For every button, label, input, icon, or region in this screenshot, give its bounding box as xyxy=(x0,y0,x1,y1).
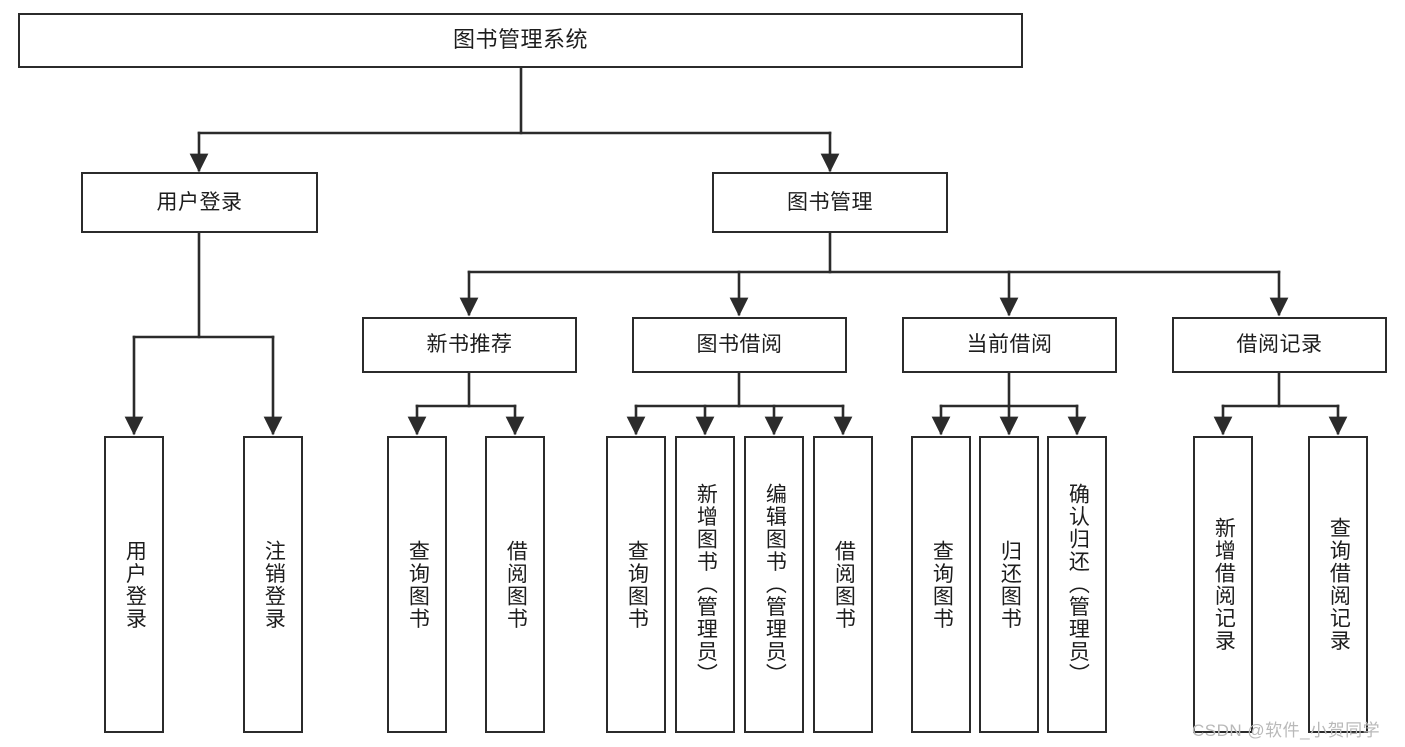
leaf-user-login[interactable]: 用户登录 xyxy=(104,436,164,733)
leaf-query-book-recommend[interactable]: 查询图书 xyxy=(387,436,447,733)
node-label: 图书借阅 xyxy=(696,333,783,357)
leaf-query-book-borrow[interactable]: 查询图书 xyxy=(606,436,666,733)
node-new-book-recommend[interactable]: 新书推荐 xyxy=(362,317,577,373)
leaf-borrow-book-recommend[interactable]: 借阅图书 xyxy=(485,436,545,733)
node-label: 当前借阅 xyxy=(966,333,1053,357)
leaf-query-book-current[interactable]: 查询图书 xyxy=(911,436,971,733)
leaf-edit-book-admin[interactable]: 编辑图书（管理员） xyxy=(744,436,804,733)
node-label: 查询图书 xyxy=(625,539,649,630)
node-label: 借阅图书 xyxy=(832,539,856,630)
node-user-login[interactable]: 用户登录 xyxy=(81,172,318,233)
node-label: 借阅记录 xyxy=(1236,333,1323,357)
node-book-borrow[interactable]: 图书借阅 xyxy=(632,317,847,373)
leaf-return-book[interactable]: 归还图书 xyxy=(979,436,1039,733)
node-label: 借阅图书 xyxy=(504,539,528,630)
node-label: 新增图书（管理员） xyxy=(694,483,718,686)
node-book-management[interactable]: 图书管理 xyxy=(712,172,948,233)
node-label: 图书管理系统 xyxy=(452,27,588,53)
node-label: 查询图书 xyxy=(930,539,954,630)
node-label: 编辑图书（管理员） xyxy=(763,483,787,686)
leaf-confirm-return-admin[interactable]: 确认归还（管理员） xyxy=(1047,436,1107,733)
node-label: 图书管理 xyxy=(787,190,873,214)
node-root-system[interactable]: 图书管理系统 xyxy=(18,13,1023,68)
node-label: 用户登录 xyxy=(156,190,243,214)
leaf-add-borrow-record[interactable]: 新增借阅记录 xyxy=(1193,436,1253,733)
leaf-query-borrow-record[interactable]: 查询借阅记录 xyxy=(1308,436,1368,733)
node-label: 归还图书 xyxy=(998,539,1022,630)
node-label: 注销登录 xyxy=(262,539,286,630)
leaf-borrow-book[interactable]: 借阅图书 xyxy=(813,436,873,733)
node-borrow-record[interactable]: 借阅记录 xyxy=(1172,317,1387,373)
node-label: 查询图书 xyxy=(406,539,430,630)
csdn-watermark: CSDN @软件_小贺同学 xyxy=(1192,721,1381,740)
node-label: 查询借阅记录 xyxy=(1327,517,1351,652)
node-label: 新增借阅记录 xyxy=(1212,517,1236,652)
leaf-add-book-admin[interactable]: 新增图书（管理员） xyxy=(675,436,735,733)
leaf-logout[interactable]: 注销登录 xyxy=(243,436,303,733)
node-label: 确认归还（管理员） xyxy=(1066,483,1090,686)
node-label: 用户登录 xyxy=(123,539,147,630)
node-current-borrow[interactable]: 当前借阅 xyxy=(902,317,1117,373)
node-label: 新书推荐 xyxy=(426,333,513,357)
